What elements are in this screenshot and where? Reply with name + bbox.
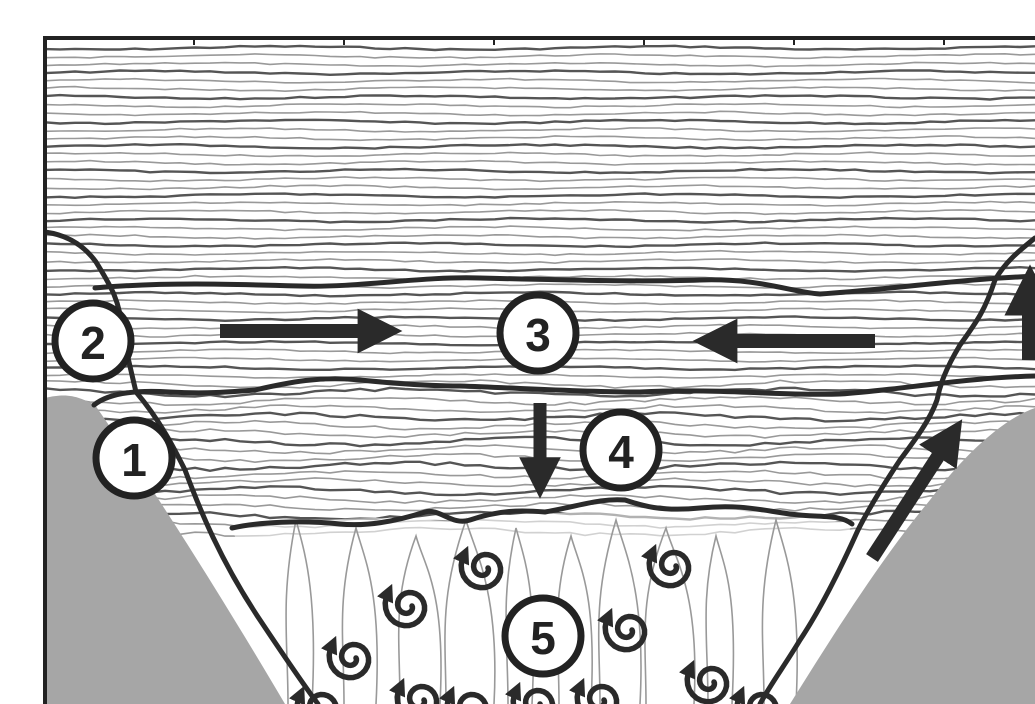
marker-1: 1 bbox=[96, 420, 172, 496]
marker-4-label: 4 bbox=[608, 426, 634, 478]
marker-2: 2 bbox=[55, 303, 131, 379]
marker-3-label: 3 bbox=[525, 309, 551, 361]
marker-3: 3 bbox=[500, 295, 576, 371]
marker-2-label: 2 bbox=[80, 317, 106, 369]
marker-4: 4 bbox=[583, 412, 659, 488]
marker-1-label: 1 bbox=[121, 434, 147, 486]
marker-5-label: 5 bbox=[530, 612, 556, 664]
marker-5: 5 bbox=[505, 598, 581, 674]
